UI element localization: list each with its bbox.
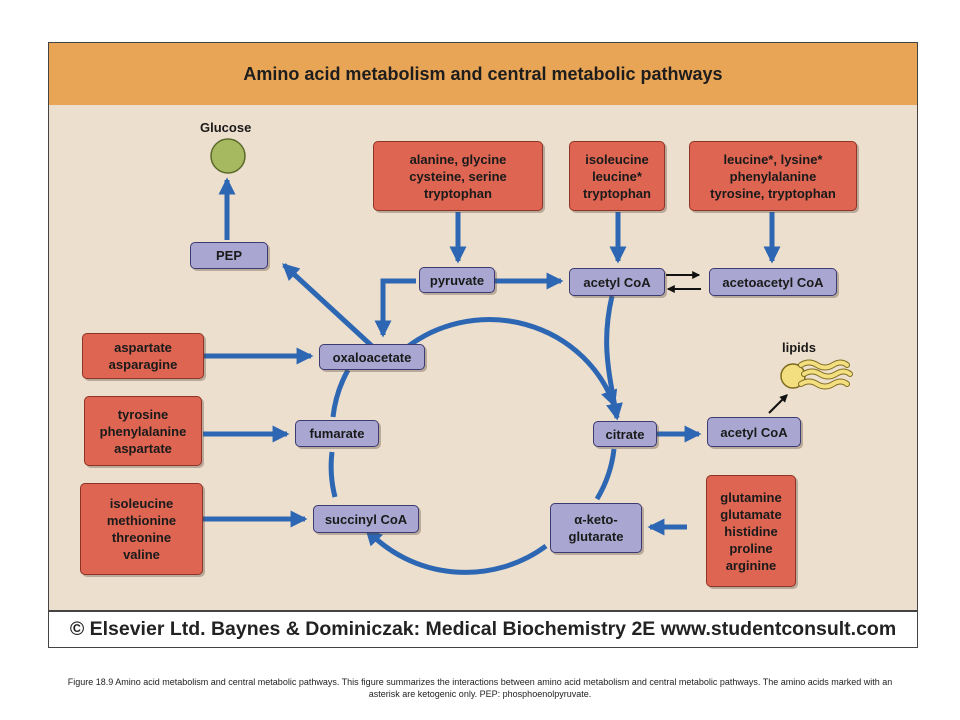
node-acetyl-coa-right: acetyl CoA [707,417,801,447]
aa-line: aspartate [114,340,172,355]
arrow-acetyl-coa-to-lipids [768,394,788,414]
aa-line: aspartate [114,440,172,456]
aa-line: histidine [724,523,778,539]
cycle-arc-oxaloacetate-to-citrate [404,317,618,408]
aa-line: phenylalanine [729,168,817,184]
node-succinyl-coa: succinyl CoA [313,505,419,533]
diagram-figure: Amino acid metabolism and central metabo… [48,42,918,648]
aa-box-to-acetoacetyl-coa: leucine*, lysine* phenylalanine tyrosine… [689,141,857,211]
cycle-arc-fumarate-to-oxaloacetate [330,368,351,418]
akg-line-2: glutarate [568,529,624,544]
glucose-label: Glucose [200,120,252,135]
cycle-arc-succinyl-to-fumarate [328,451,338,498]
aa-box-to-pyruvate: alanine, glycine cysteine, serine trypto… [373,141,543,211]
aa-line: isoleucine [585,151,649,167]
node-acetyl-coa-top: acetyl CoA [569,268,665,296]
arrow-acetyl-coa-to-citrate [604,295,623,421]
aa-line: valine [123,547,160,562]
aa-line: tryptophan [424,185,492,201]
figure-caption: Figure 18.9 Amino acid metabolism and ce… [67,677,893,699]
lipids-label: lipids [782,340,816,355]
aa-line: phenylalanine [99,423,187,439]
node-citrate: citrate [593,421,657,447]
aa-line: tyrosine [117,406,169,422]
akg-line-1: α-keto- [574,512,618,527]
aa-box-to-alpha-ketoglutarate: glutamine glutamate histidine proline ar… [706,475,796,587]
aa-line: alanine, glycine [409,151,507,167]
node-fumarate: fumarate [295,420,379,447]
aa-line: tyrosine, tryptophan [710,185,836,201]
aa-line: glutamate [720,506,782,522]
copyright-text: © Elsevier Ltd. Baynes & Dominiczak: Med… [69,618,897,640]
krebs-cycle [328,317,618,575]
lipids-icon [780,359,853,390]
arrow-pyruvate-to-oxaloacetate [374,278,416,338]
aa-box-to-acetyl-coa: isoleucine leucine* tryptophan [569,141,665,211]
aa-line: cysteine, serine [409,168,507,184]
cycle-arc-citrate-to-akg [594,448,617,501]
diagram-title: Amino acid metabolism and central metabo… [243,63,723,84]
cycle-arc-akg-to-succinyl [365,528,548,575]
copyright-footer: © Elsevier Ltd. Baynes & Dominiczak: Med… [49,610,917,647]
node-acetoacetyl-coa: acetoacetyl CoA [709,268,837,296]
aa-line: tryptophan [583,185,651,201]
pathway-arrows [203,138,853,575]
node-pep: PEP [190,242,268,269]
aa-line: glutamine [720,489,782,505]
diagram-header: Amino acid metabolism and central metabo… [49,43,917,105]
aa-line: methionine [106,513,177,528]
aa-line: threonine [111,530,172,545]
aa-line: arginine [725,557,777,573]
aa-line: isoleucine [109,496,174,511]
node-alpha-ketoglutarate: α-keto- glutarate [550,503,642,553]
aa-box-to-succinyl-coa: isoleucine methionine threonine valine [80,483,203,575]
aa-line: asparagine [108,357,178,372]
glucose-icon [210,138,246,174]
node-pyruvate: pyruvate [419,267,495,293]
aa-box-to-oxaloacetate: aspartate asparagine [82,333,204,379]
node-oxaloacetate: oxaloacetate [319,344,425,370]
aa-line: proline [729,540,773,556]
aa-box-to-fumarate: tyrosine phenylalanine aspartate [84,396,202,466]
arrow-oxaloacetate-to-pep [282,263,375,349]
aa-line: leucine*, lysine* [723,151,823,167]
aa-line: leucine* [592,168,642,184]
